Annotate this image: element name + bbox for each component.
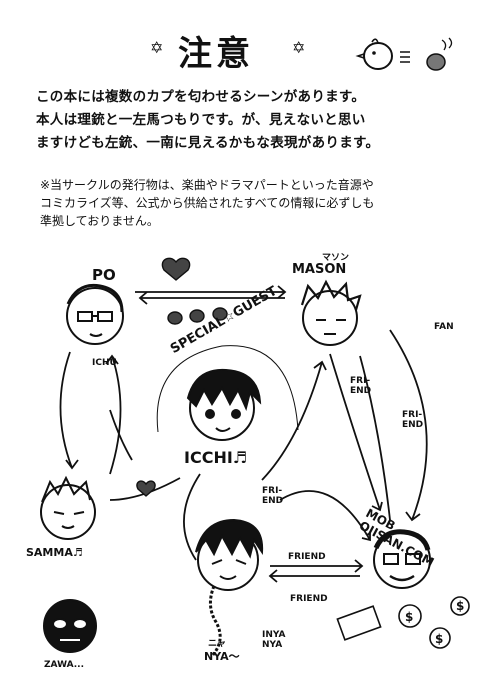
nya-kana-label: ニャ — [208, 639, 227, 649]
title-row: ✡ 注意 ✡ — [0, 18, 479, 78]
svg-text:$: $ — [435, 632, 443, 646]
star-icon: ✡ — [292, 38, 306, 57]
nya-character-doodle — [195, 518, 264, 657]
icchi-character-doodle — [186, 368, 262, 441]
friend-end-label: FRI- END — [402, 410, 424, 430]
relationship-arrows — [59, 285, 428, 583]
po-character-doodle — [66, 283, 124, 345]
intro-line: この本には複数のカプを匂わせるシーンがあります。 — [36, 89, 366, 105]
mason-label: MASON — [292, 262, 347, 277]
friend-label: FRIEND — [290, 594, 328, 604]
svg-text:$: $ — [456, 599, 464, 613]
friend-end-label: FRI- END — [350, 376, 372, 396]
ichu-label: ICHU — [92, 358, 117, 368]
friend-label: FRIEND — [288, 552, 326, 562]
note-line: ※当サークルの発行物は、楽曲やドラマパートといった音源や — [40, 178, 374, 192]
inya-label: INYA NYA — [262, 630, 286, 650]
mob-ojisan-character-doodle — [373, 529, 431, 589]
intro-line: 本人は理銃と一左馬つもりです。が、見えないと思い — [36, 112, 366, 128]
fan-label: FAN — [434, 322, 454, 332]
icchi-label: ICCHI♬ — [184, 448, 248, 467]
mason-kana-label: マソン — [322, 253, 350, 263]
samma-label: SAMMA♬ — [26, 546, 83, 559]
mason-character-doodle — [300, 279, 362, 346]
coin-symbols: $ $ $ — [405, 599, 464, 646]
nya-label: NYA〜 — [204, 650, 240, 663]
zawa-label: ZAWA... — [44, 660, 84, 670]
svg-text:$: $ — [405, 610, 413, 624]
zawa-character-doodle — [43, 599, 97, 653]
intro-text: この本には複数のカプを匂わせるシーンがあります。 本人は理銃と一左馬つもりです。… — [36, 86, 456, 155]
samma-character-doodle — [40, 475, 96, 540]
disclaimer-note: ※当サークルの発行物は、楽曲やドラマパートといった音源や コミカライズ等、公式か… — [40, 176, 450, 230]
po-label: PO — [92, 266, 116, 284]
chick-doodle-icon — [355, 37, 453, 71]
star-icon: ✡ — [150, 38, 164, 57]
page-title: 注意 — [178, 34, 254, 74]
heart-icons — [136, 257, 228, 497]
coin-icons — [336, 596, 470, 649]
intro-line: ますけども左銃、一南に見えるかもな表現があります。 — [36, 135, 380, 151]
note-line: コミカライズ等、公式から供給されたすべての情報に必ずしも — [40, 196, 375, 210]
friend-end-label: FRI- END — [262, 486, 284, 506]
note-line: 準拠しておりません。 — [40, 214, 159, 228]
